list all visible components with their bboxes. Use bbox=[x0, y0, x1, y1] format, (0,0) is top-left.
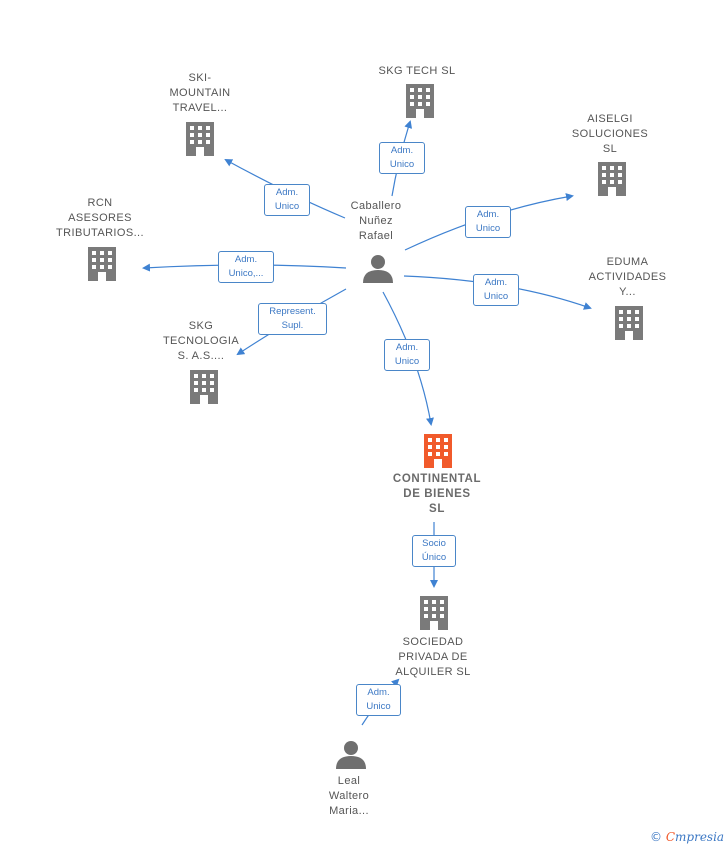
brand-name: mpresia bbox=[675, 830, 725, 844]
building-icon[interactable] bbox=[420, 596, 448, 630]
brand-watermark[interactable]: © Cmpresia bbox=[650, 830, 724, 844]
building-icon[interactable] bbox=[406, 84, 434, 118]
node-label-sociedad[interactable]: SOCIEDAD PRIVADA DE ALQUILER SL bbox=[395, 636, 471, 678]
building-icon[interactable] bbox=[615, 306, 643, 340]
building-icon[interactable] bbox=[186, 122, 214, 156]
building-icon[interactable] bbox=[88, 247, 116, 281]
node-label-skg-tecnologia[interactable]: SKG TECNOLOGIA S. A.S.... bbox=[162, 320, 240, 362]
node-label-skg-tech[interactable]: SKG TECH SL bbox=[378, 65, 456, 77]
person-icon[interactable] bbox=[363, 255, 393, 283]
edge-label-ski-mountain: Adm. Unico bbox=[264, 184, 310, 216]
node-label-rcn[interactable]: RCN ASESORES TRIBUTARIOS... bbox=[56, 197, 144, 239]
node-label-leal[interactable]: Leal Waltero Maria... bbox=[328, 775, 370, 817]
node-label-continental[interactable]: CONTINENTAL DE BIENES SL bbox=[392, 473, 482, 515]
edge-label-skg-tech: Adm. Unico bbox=[379, 142, 425, 174]
edge-label-rcn: Adm. Unico,... bbox=[218, 251, 274, 283]
copyright-icon: © bbox=[650, 830, 662, 844]
node-label-aiselgi[interactable]: AISELGI SOLUCIONES SL bbox=[571, 113, 649, 155]
building-icon[interactable] bbox=[190, 370, 218, 404]
person-icon[interactable] bbox=[336, 741, 366, 769]
edge-label-leal: Adm. Unico bbox=[356, 684, 401, 716]
node-label-ski-mountain[interactable]: SKI- MOUNTAIN TRAVEL... bbox=[169, 72, 231, 114]
edge-label-continental: Adm. Unico bbox=[384, 339, 430, 371]
brand-initial: C bbox=[665, 830, 676, 844]
edge-label-eduma: Adm. Unico bbox=[473, 274, 519, 306]
building-icon-main[interactable] bbox=[424, 434, 452, 468]
node-label-eduma[interactable]: EDUMA ACTIVIDADES Y... bbox=[588, 256, 667, 298]
edge-label-aiselgi: Adm. Unico bbox=[465, 206, 511, 238]
edge-label-sociedad: Socio Único bbox=[412, 535, 456, 567]
node-label-caballero[interactable]: Caballero Nuñez Rafael bbox=[350, 200, 402, 242]
edge-label-skg-tecnologia: Represent. Supl. bbox=[258, 303, 327, 335]
building-icon[interactable] bbox=[598, 162, 626, 196]
